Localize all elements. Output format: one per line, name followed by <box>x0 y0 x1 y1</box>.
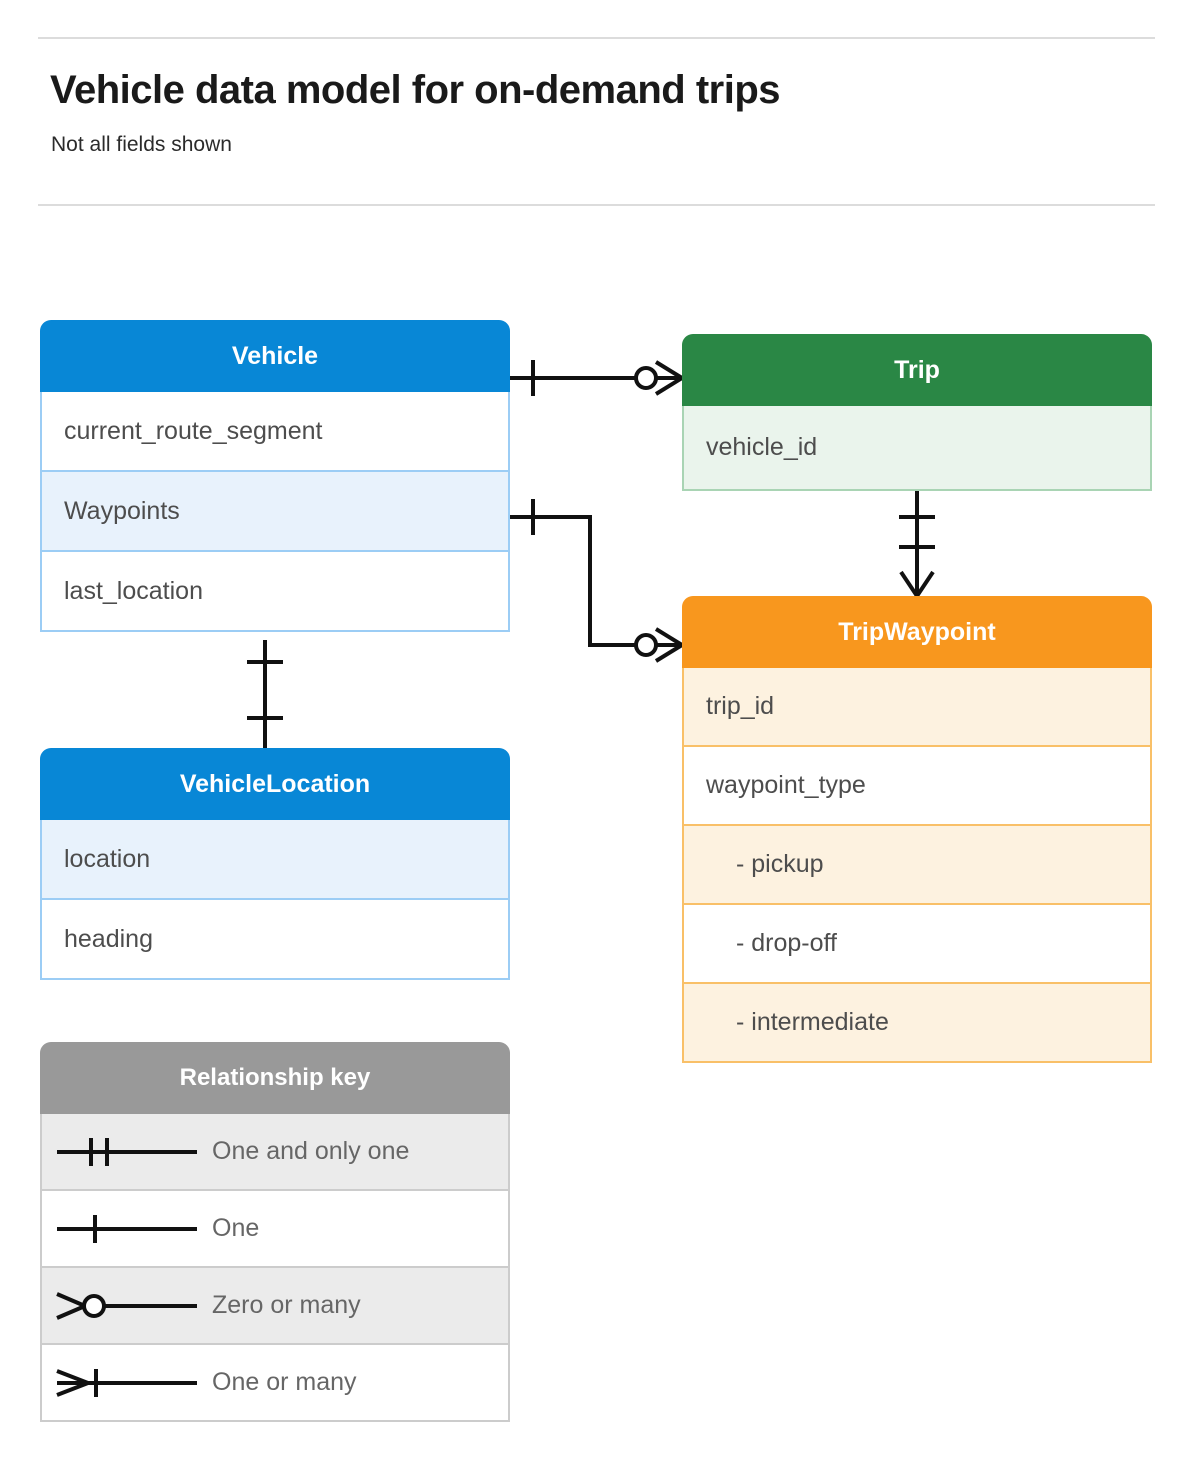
entity-trip[interactable]: Trip vehicle_id <box>682 334 1152 491</box>
legend-item-one-or-many: One or many <box>40 1345 510 1422</box>
connector-vehicle-vehiclelocation <box>247 640 283 748</box>
one-icon <box>42 1209 212 1249</box>
entity-trip-title: Trip <box>682 334 1152 406</box>
one-and-only-one-icon <box>42 1132 212 1172</box>
entity-vehicle[interactable]: Vehicle current_route_segment Waypoints … <box>40 320 510 632</box>
zero-or-many-icon <box>42 1286 212 1326</box>
entity-tripwaypoint-value-drop-off[interactable]: - drop-off <box>682 905 1152 984</box>
entity-vehiclelocation-field-heading[interactable]: heading <box>40 900 510 980</box>
entity-tripwaypoint-field-trip-id[interactable]: trip_id <box>682 668 1152 747</box>
header-divider-top <box>38 37 1155 39</box>
page-subtitle: Not all fields shown <box>51 133 232 156</box>
entity-vehicle-title: Vehicle <box>40 320 510 392</box>
entity-vehiclelocation[interactable]: VehicleLocation location heading <box>40 748 510 980</box>
entity-tripwaypoint-value-intermediate[interactable]: - intermediate <box>682 984 1152 1063</box>
entity-vehiclelocation-title: VehicleLocation <box>40 748 510 820</box>
relationship-key-legend: Relationship key One and only one One <box>40 1042 510 1422</box>
legend-item-one-and-only-one: One and only one <box>40 1114 510 1191</box>
entity-vehicle-field-waypoints[interactable]: Waypoints <box>40 472 510 552</box>
relationship-key-title: Relationship key <box>40 1042 510 1114</box>
legend-item-zero-or-many: Zero or many <box>40 1268 510 1345</box>
legend-label-zero-or-many: Zero or many <box>212 1291 361 1319</box>
page-title: Vehicle data model for on-demand trips <box>50 68 781 112</box>
entity-tripwaypoint-field-waypoint-type[interactable]: waypoint_type <box>682 747 1152 826</box>
legend-label-one: One <box>212 1214 260 1242</box>
connector-trip-tripwaypoint <box>899 491 935 598</box>
connector-vehicle-trip <box>510 360 684 396</box>
one-or-many-icon <box>42 1363 212 1403</box>
entity-vehicle-field-current-route-segment[interactable]: current_route_segment <box>40 392 510 472</box>
entity-tripwaypoint[interactable]: TripWaypoint trip_id waypoint_type - pic… <box>682 596 1152 1063</box>
legend-label-one-and-only-one: One and only one <box>212 1137 410 1165</box>
header-divider-bottom <box>38 204 1155 206</box>
entity-vehicle-field-last-location[interactable]: last_location <box>40 552 510 632</box>
legend-label-one-or-many: One or many <box>212 1368 357 1396</box>
entity-tripwaypoint-title: TripWaypoint <box>682 596 1152 668</box>
entity-tripwaypoint-value-pickup[interactable]: - pickup <box>682 826 1152 905</box>
connector-waypoints-tripwaypoint <box>510 499 684 663</box>
entity-trip-field-vehicle-id[interactable]: vehicle_id <box>682 406 1152 491</box>
legend-item-one: One <box>40 1191 510 1268</box>
entity-vehiclelocation-field-location[interactable]: location <box>40 820 510 900</box>
